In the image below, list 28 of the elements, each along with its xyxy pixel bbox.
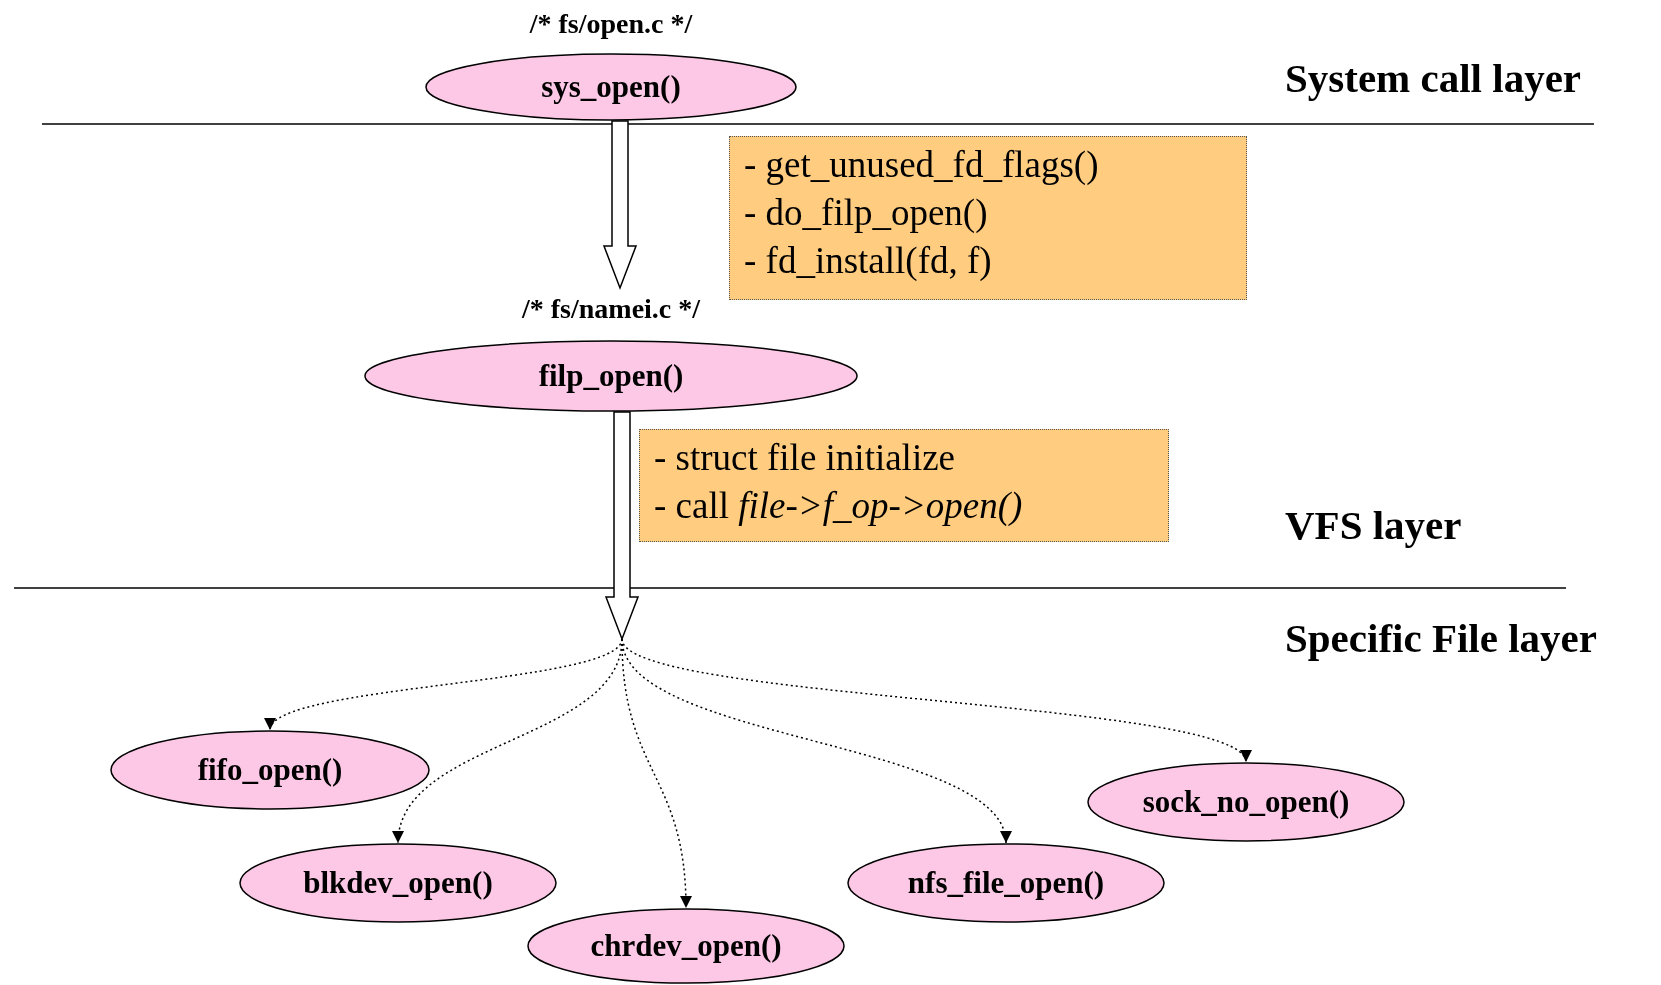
file-comment: /* fs/namei.c */ xyxy=(521,293,701,325)
function-name: nfs_file_open() xyxy=(907,865,1105,901)
hollow-arrow xyxy=(602,120,638,291)
function-name: blkdev_open() xyxy=(303,865,493,901)
function-name: filp_open() xyxy=(538,358,684,394)
note-box xyxy=(639,429,1169,542)
note-text: - do_filp_open() xyxy=(744,191,989,235)
note-text: - call file->f_op->open() xyxy=(654,484,1024,528)
hollow-arrow xyxy=(604,411,640,642)
note-text: - struct file initialize xyxy=(654,436,957,480)
function-name: sys_open() xyxy=(541,69,681,105)
layer-label: Specific File layer xyxy=(1285,614,1597,662)
function-ellipse xyxy=(847,843,1165,923)
function-ellipse xyxy=(1087,762,1405,842)
function-name: sock_no_open() xyxy=(1142,784,1350,820)
note-box xyxy=(729,136,1247,300)
layer-label: VFS layer xyxy=(1285,501,1462,549)
note-text: - get_unused_fd_flags() xyxy=(744,143,1100,187)
layer-label: System call layer xyxy=(1285,54,1582,102)
function-ellipse xyxy=(364,340,858,412)
function-ellipse xyxy=(527,908,845,984)
note-text: - fd_install(fd, f) xyxy=(744,239,993,283)
function-name: fifo_open() xyxy=(197,752,343,788)
function-name: chrdev_open() xyxy=(590,928,782,964)
function-ellipse xyxy=(110,730,430,810)
function-ellipse xyxy=(425,53,797,121)
file-comment: /* fs/open.c */ xyxy=(529,8,693,40)
function-ellipse xyxy=(239,843,557,923)
